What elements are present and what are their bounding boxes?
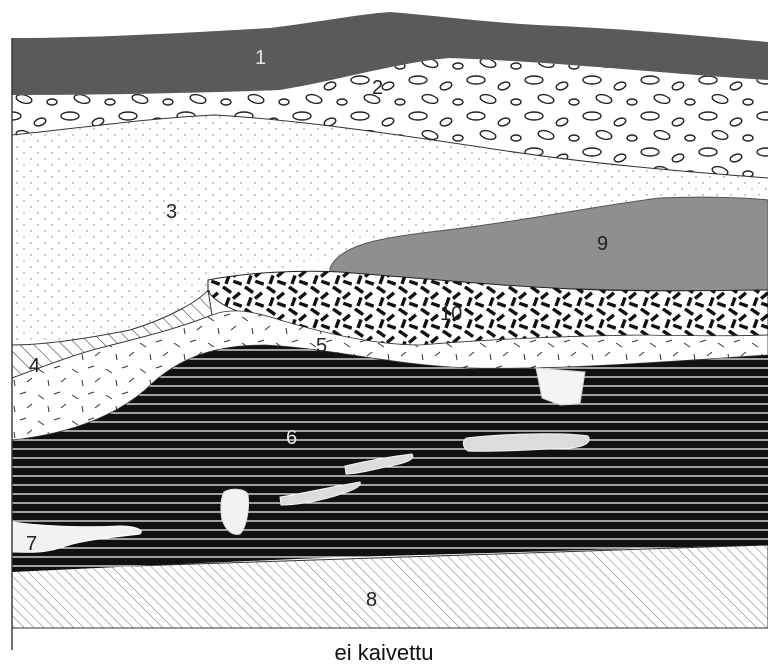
label-layer-7: 7 [26,533,37,555]
label-layer-9: 9 [597,233,608,255]
label-layer-2: 2 [372,77,383,99]
label-layer-5: 5 [316,335,327,357]
label-layer-8: 8 [366,589,377,611]
label-layer-10: 10 [440,303,462,325]
label-layer-1: 1 [255,47,266,69]
label-layer-4: 4 [29,355,40,377]
section-caption: ei kaivettu [0,640,768,666]
label-layer-3: 3 [166,201,177,223]
label-layer-6: 6 [286,427,297,449]
